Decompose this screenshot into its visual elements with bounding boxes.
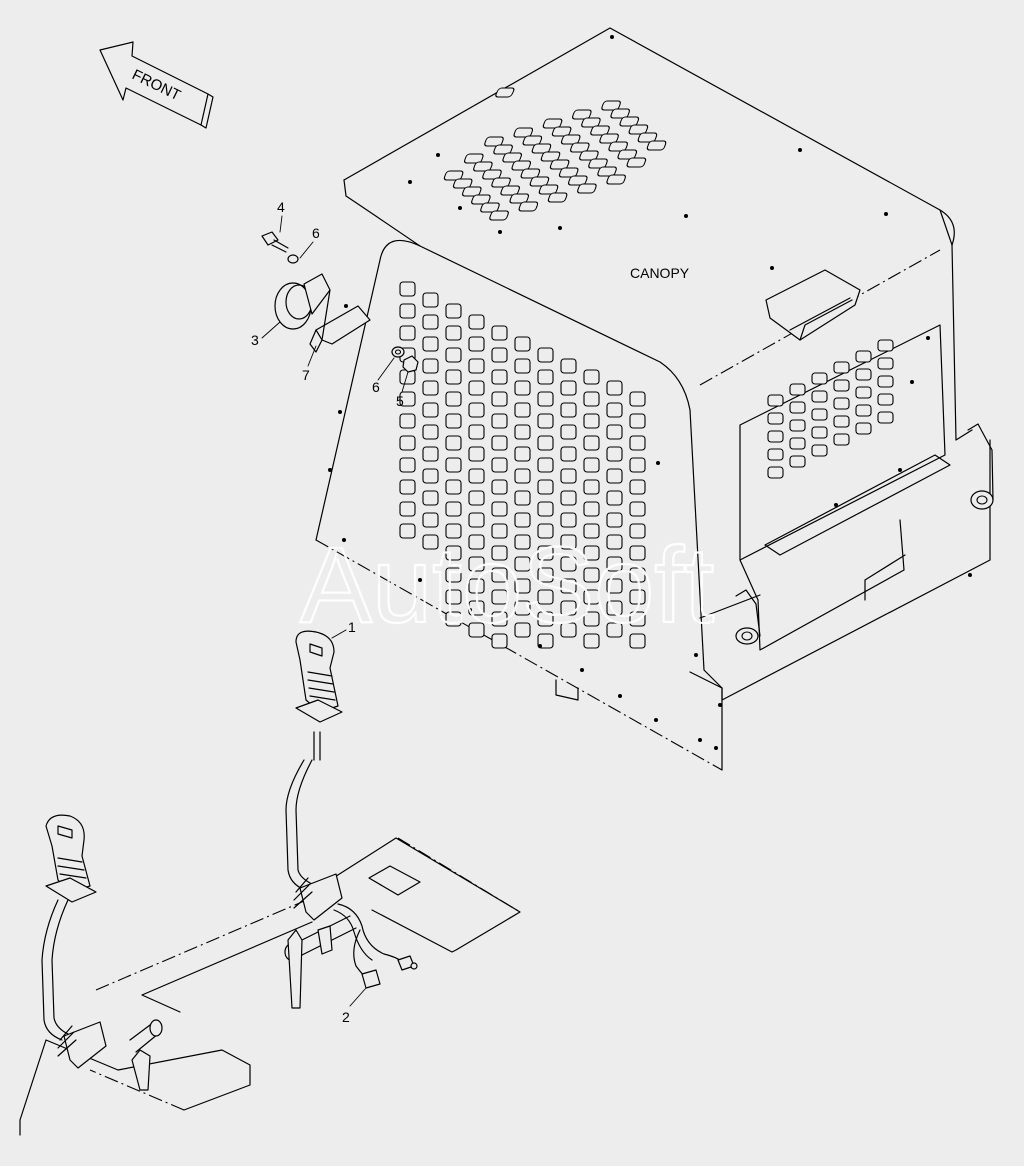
callout-4: 4 bbox=[277, 199, 285, 215]
callout-7: 7 bbox=[302, 367, 310, 383]
canopy-label: CANOPY bbox=[630, 265, 690, 281]
horn-assembly bbox=[261, 231, 419, 373]
front-arrow: FRONT bbox=[99, 41, 214, 129]
right-joystick bbox=[285, 630, 343, 891]
callout-1: 1 bbox=[348, 619, 356, 635]
callout-5: 5 bbox=[396, 393, 404, 409]
wiring-harness bbox=[333, 903, 418, 989]
callout-6-upper: 6 bbox=[312, 225, 320, 241]
callout-6-lower: 6 bbox=[372, 379, 380, 395]
mounting-plates bbox=[19, 837, 521, 1136]
roof-grid bbox=[495, 87, 515, 98]
callout-3: 3 bbox=[251, 332, 259, 348]
canopy bbox=[315, 27, 994, 771]
left-joystick bbox=[41, 814, 97, 1041]
callouts: 4 6 3 7 6 5 1 2 bbox=[251, 199, 409, 1025]
callout-2: 2 bbox=[342, 1009, 350, 1025]
watermark: AutoSoft bbox=[300, 524, 714, 645]
